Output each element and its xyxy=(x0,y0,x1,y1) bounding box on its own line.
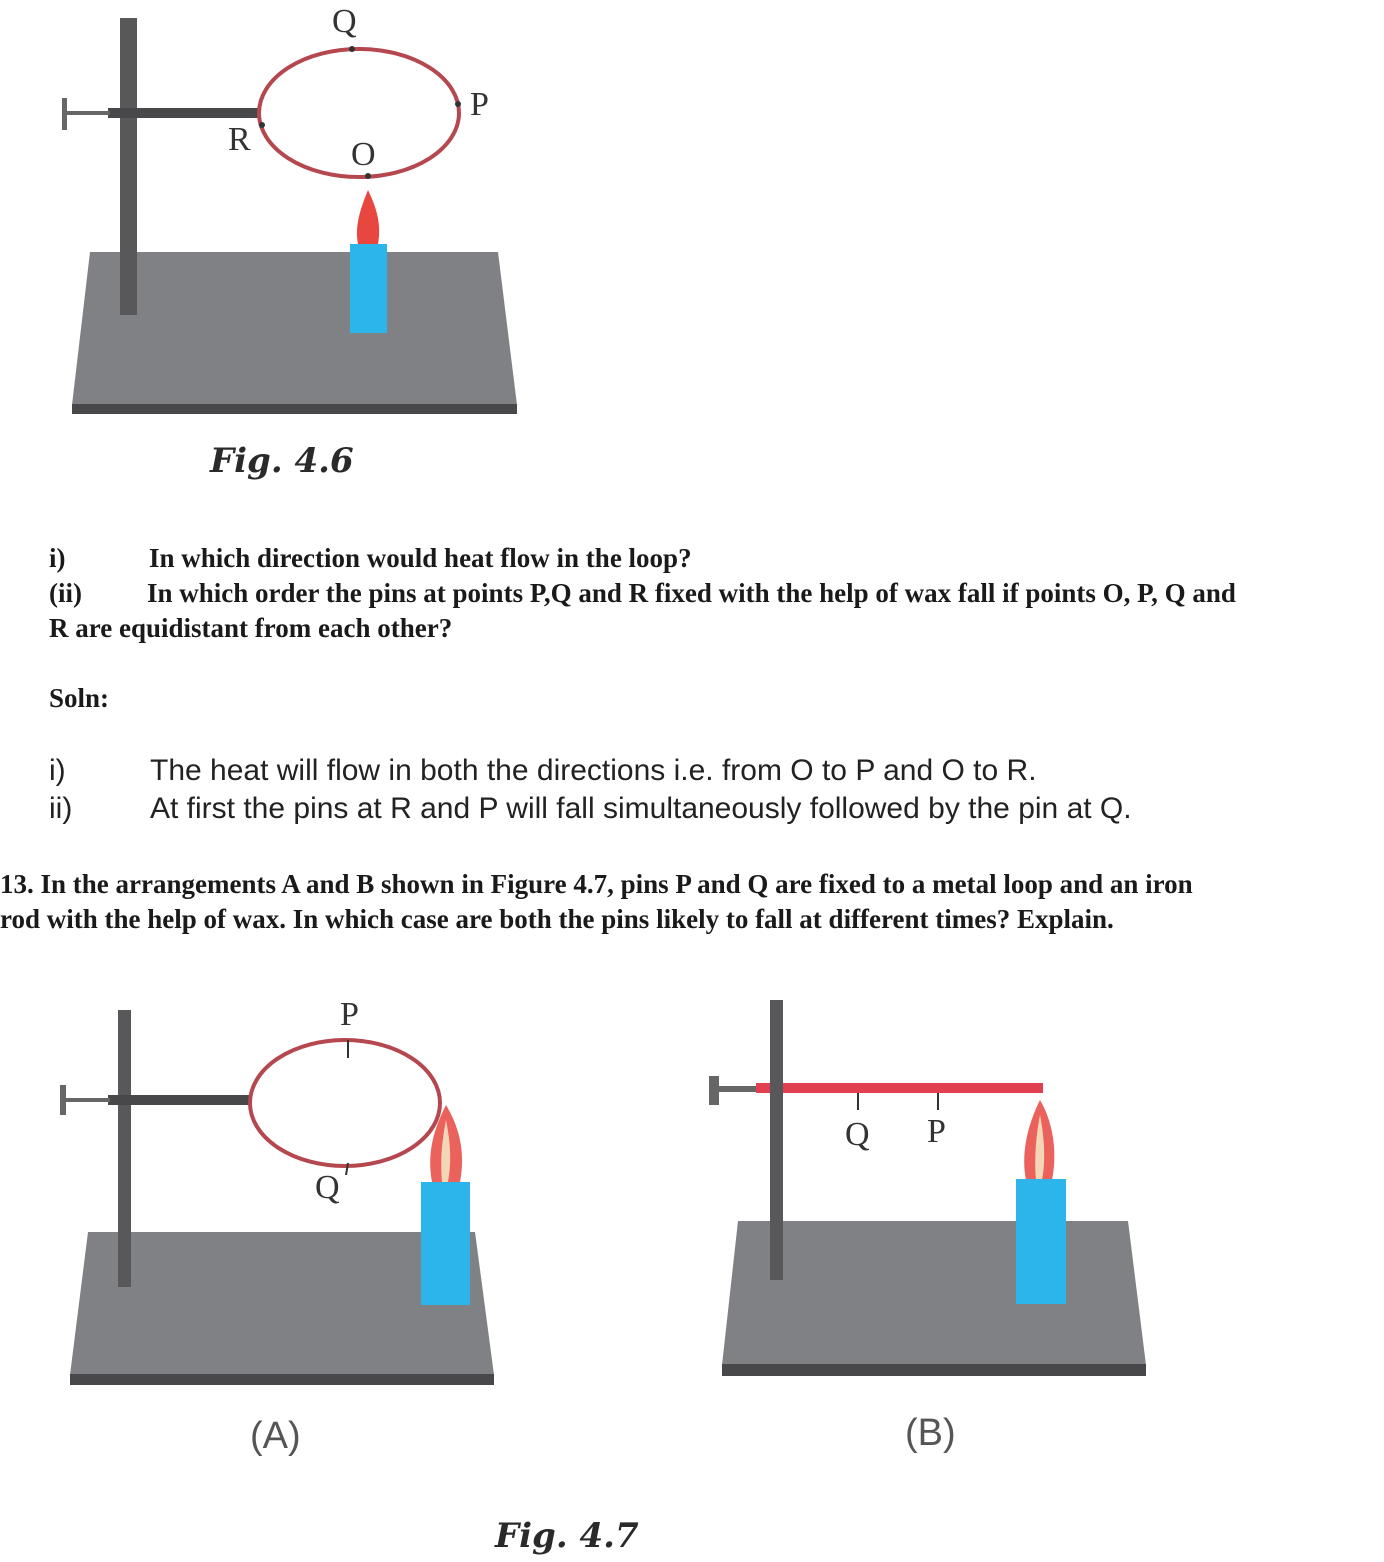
flame-icon xyxy=(356,190,380,244)
iron-rod xyxy=(756,1083,1043,1093)
label-p: P xyxy=(470,86,489,123)
pin-q xyxy=(349,46,355,52)
clamp-screw-head xyxy=(709,1076,719,1105)
pin-r xyxy=(259,122,265,128)
flame-core xyxy=(1035,1115,1045,1180)
stand-base-edge xyxy=(72,404,517,414)
label-r: R xyxy=(228,121,251,158)
pin-o xyxy=(365,173,371,179)
stand-base-edge xyxy=(70,1374,494,1385)
label-q: Q xyxy=(315,1169,340,1206)
answer-i-number: i) xyxy=(49,754,66,787)
stand-base xyxy=(70,1232,494,1375)
stand-base xyxy=(722,1221,1146,1365)
figure-4-7-b: Q P (B) xyxy=(709,1000,1146,1454)
stand-rod xyxy=(120,18,137,315)
figure-caption: Fig. 4.6 xyxy=(209,441,354,481)
question-part-ii: In which order the pins at points P,Q an… xyxy=(147,578,1236,608)
stand-base-edge xyxy=(722,1364,1146,1376)
clamp-screw xyxy=(64,111,110,115)
label-p: P xyxy=(927,1113,946,1150)
clamp-screw xyxy=(712,1086,758,1092)
figure-caption: Fig. 4.7 xyxy=(494,1516,639,1556)
question-part-ii-number: (ii) xyxy=(49,578,82,608)
flame-core xyxy=(441,1120,451,1182)
pin-p xyxy=(455,101,461,107)
clamp-screw xyxy=(62,1098,110,1102)
arrangement-label: (B) xyxy=(905,1412,956,1454)
metal-loop xyxy=(257,47,461,179)
solution-label: Soln: xyxy=(49,683,110,713)
label-p: P xyxy=(340,996,359,1033)
answer-i: The heat will flow in both the direction… xyxy=(150,754,1037,787)
clamp-arm xyxy=(108,1095,251,1105)
answer-ii: At first the pins at R and P will fall s… xyxy=(150,792,1132,825)
stand-rod xyxy=(770,1000,783,1280)
question-part-i-number: i) xyxy=(49,543,66,573)
question-13-cont: rod with the help of wax. In which case … xyxy=(0,904,1114,934)
candle xyxy=(350,244,387,333)
clamp-screw-head xyxy=(60,1085,66,1115)
figure-4-7-a: P Q (A) xyxy=(60,996,494,1457)
question-part-ii-cont: R are equidistant from each other? xyxy=(49,613,453,643)
label-q: Q xyxy=(845,1116,870,1153)
stand-base xyxy=(72,252,517,405)
pin-q xyxy=(345,1162,349,1176)
stand-rod xyxy=(118,1010,131,1287)
question-part-i: In which direction would heat flow in th… xyxy=(149,543,692,573)
candle xyxy=(1016,1179,1066,1304)
label-o: O xyxy=(351,136,376,173)
metal-loop xyxy=(248,1038,442,1168)
arrangement-label: (A) xyxy=(250,1415,301,1457)
label-q: Q xyxy=(332,3,357,40)
answer-ii-number: ii) xyxy=(49,792,73,825)
figure-4-6: Q P R O Fig. 4.6 xyxy=(62,3,517,481)
question-13: 13. In the arrangements A and B shown in… xyxy=(0,869,1193,899)
clamp-screw-head xyxy=(62,98,67,130)
clamp-arm xyxy=(108,108,260,118)
candle xyxy=(421,1182,470,1305)
